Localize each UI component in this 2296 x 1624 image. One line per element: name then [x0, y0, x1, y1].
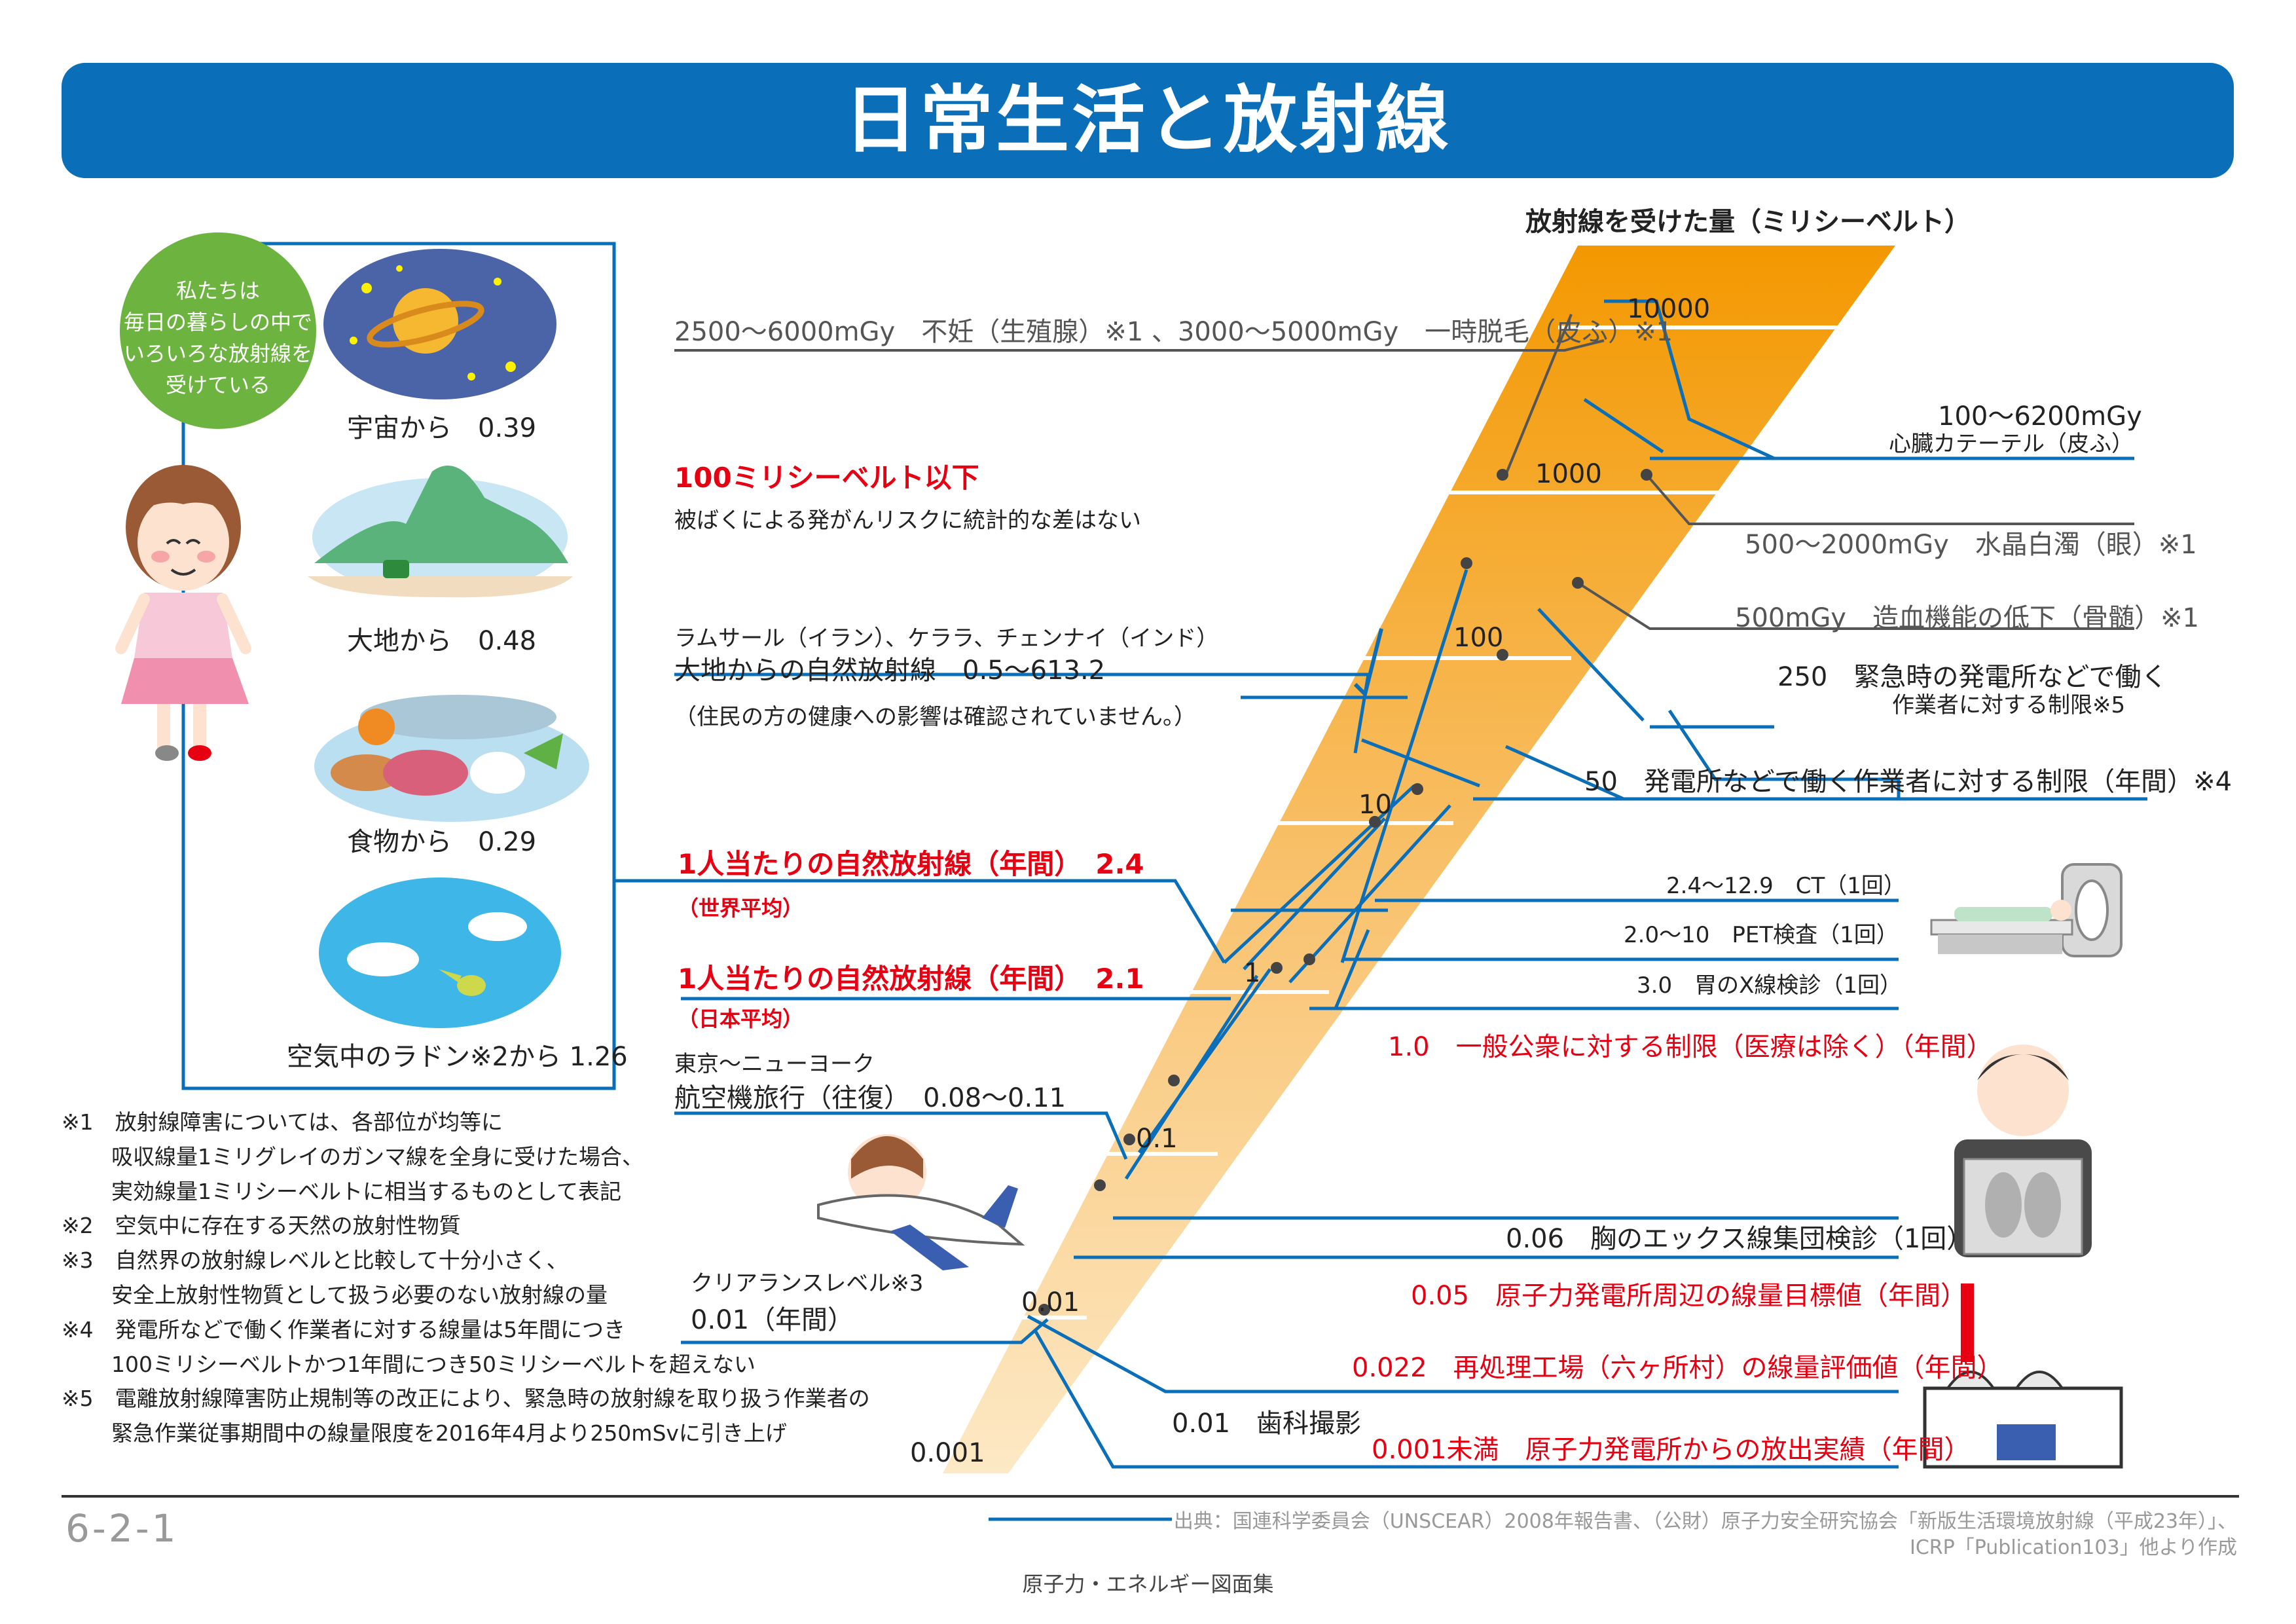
world-average-title: 1人当たりの自然放射線（年間） 2.4 [678, 848, 1144, 880]
airplane-illustration [817, 1134, 1025, 1270]
flight-line1: 東京～ニューヨーク [674, 1051, 875, 1077]
gy-leader-lines [674, 314, 2134, 630]
source-ground-label: 大地から 0.48 [347, 626, 537, 656]
gy-sterility-label: 2500～6000mGy 不妊（生殖腺）※1 、3000～5000mGy 一時脱… [674, 317, 1673, 347]
heart-cath-line1: 100～6200mGy [1938, 401, 2142, 432]
note-line: 緊急作業従事期間中の線量限度を2016年4月より250mSvに引き上げ [111, 1420, 787, 1447]
ramsar-line2: 大地からの自然放射線 0.5～613.2 [674, 655, 1106, 686]
source-food-label: 食物から 0.29 [347, 827, 537, 857]
dental-label: 0.01 歯科撮影 [1172, 1409, 1362, 1439]
pet-label: 2.0～10 PET検査（1回） [1624, 922, 1899, 948]
flight-line2: 航空機旅行（往復） 0.08～0.11 [674, 1083, 1066, 1113]
source-radon-label: 空気中のラドン※2から 1.26 [287, 1042, 628, 1072]
power-plant-illustration [1923, 1283, 2123, 1469]
mountain-icon [308, 466, 573, 598]
dose-beam [943, 246, 1895, 1473]
ct-label: 2.4～12.9 CT（1回） [1666, 873, 1906, 899]
npp-target-label: 0.05 原子力発電所周辺の線量目標値（年間） [1411, 1281, 1967, 1311]
space-planet-icon [323, 249, 556, 399]
note-line: ※1 放射線障害については、各部位が均等に [62, 1109, 503, 1135]
scale-label-0-01: 0.01 [1021, 1287, 1080, 1318]
bubble-line: 受けている [165, 373, 270, 397]
cataract-label: 500～2000mGy 水晶白濁（眼）※1 [1745, 530, 2197, 560]
leader-lines [614, 299, 2147, 1521]
world-average-sub: （世界平均） [678, 896, 804, 921]
note-line: ※5 電離放射線障害防止規制等の改正により、緊急時の放射線を取り扱う作業者の [62, 1386, 870, 1412]
note-line: 吸収線量1ミリグレイのガンマ線を全身に受けた場合、 [111, 1143, 644, 1170]
note-line: 100ミリシーベルトかつ1年間につき50ミリシーベルトを超えない [111, 1351, 756, 1377]
speech-bubble [120, 232, 316, 429]
scale-label-1: 1 [1244, 958, 1261, 988]
scale-label-100: 100 [1453, 623, 1504, 653]
under100-text: 被ばくによる発がんリスクに統計的な差はない [674, 507, 1141, 534]
stomach-xray-label: 3.0 胃のX線検診（1回） [1637, 972, 1902, 999]
blood-label: 500mGy 造血機能の低下（骨髄）※1 [1735, 603, 2199, 633]
bubble-line: 毎日の暮らしの中で [123, 310, 312, 335]
note-line: 実効線量1ミリシーベルトに相当するものとして表記 [111, 1178, 622, 1204]
bubble-line: 私たちは [175, 278, 260, 303]
japan-average-sub: （日本平均） [678, 1006, 804, 1031]
page-number: 6-2-1 [65, 1506, 179, 1551]
scale-label-1000: 1000 [1535, 459, 1602, 489]
japan-average-title: 1人当たりの自然放射線（年間） 2.1 [678, 963, 1144, 995]
arrow-down-icon [1353, 628, 1383, 698]
note-line: ※4 発電所などで働く作業者に対する線量は5年間につき [62, 1316, 625, 1342]
under100-title: 100ミリシーベルト以下 [674, 462, 979, 494]
note-line: 安全上放射性物質として扱う必要のない放射線の量 [111, 1282, 608, 1308]
source-line2: ICRP「Publication103」他より作成 [1909, 1536, 2237, 1559]
beam-band-lines [1021, 325, 1859, 1320]
reprocess-label: 0.022 再処理工場（六ヶ所村）の線量評価値（年間） [1352, 1353, 2003, 1383]
scale-label-0-1: 0.1 [1136, 1124, 1178, 1154]
emergency-line1: 250 緊急時の発電所などで働く [1777, 662, 2168, 692]
axis-title: 放射線を受けた量（ミリシーベルト） [1525, 207, 1971, 237]
worker50-label: 50 発電所などで働く作業者に対する制限（年間）※4 [1584, 767, 2232, 797]
title-banner: 日常生活と放射線 [62, 63, 2234, 178]
food-icon [314, 695, 589, 822]
page-title: 日常生活と放射線 [844, 78, 1451, 163]
ramsar-line1: ラムサール（イラン）、ケララ、チェンナイ（インド） [674, 625, 1219, 652]
girl-illustration [115, 465, 251, 761]
chest-xray-label: 0.06 胸のエックス線集団検診（1回） [1506, 1224, 1973, 1254]
bubble-line: いろいろな放射線を [123, 341, 312, 366]
clearance-line2: 0.01（年間） [691, 1305, 854, 1335]
scale-label-10: 10 [1358, 790, 1392, 820]
emergency-line2: 作業者に対する制限※5 [1892, 692, 2126, 718]
xray-person-illustration [1954, 1044, 2092, 1257]
footer-title: 原子力・エネルギー図面集 [1022, 1572, 1274, 1596]
source-space-label: 宇宙から 0.39 [347, 413, 537, 443]
ct-scanner-illustration [1930, 863, 2123, 957]
source-line1: 出典：国連科学委員会（UNSCEAR）2008年報告書、（公財）原子力安全研究協… [1173, 1510, 2237, 1533]
npp-release-label: 0.001未満 原子力発電所からの放出実績（年間） [1372, 1435, 1971, 1465]
bubble-text: 私たちは 毎日の暮らしの中で いろいろな放射線を 受けている [120, 275, 316, 401]
note-line: ※2 空気中に存在する天然の放射性物質 [62, 1213, 461, 1239]
ramsar-note: （住民の方の健康への影響は確認されていません。） [674, 704, 1196, 730]
footnotes: ※1 放射線障害については、各部位が均等に 吸収線量1ミリグレイのガンマ線を全身… [62, 1105, 870, 1451]
scale-label-0-001: 0.001 [910, 1438, 985, 1468]
sky-bird-icon [319, 877, 561, 1028]
dose-markers [1038, 469, 1652, 1316]
heart-cath-line2: 心臓カテーテル（皮ふ） [1889, 431, 2134, 457]
clearance-line1: クリアランスレベル※3 [691, 1270, 924, 1297]
scale-label-10000: 10000 [1627, 294, 1711, 324]
public-limit-label: 1.0 一般公衆に対する制限（医療は除く）（年間） [1388, 1032, 1993, 1062]
note-line: ※3 自然界の放射線レベルと比較して十分小さく、 [62, 1247, 568, 1274]
